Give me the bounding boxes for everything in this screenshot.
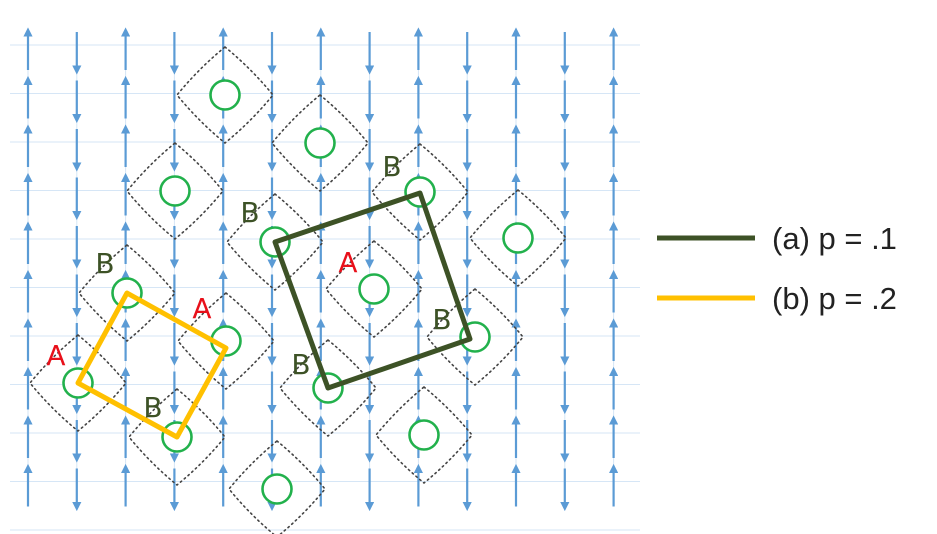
site-circle	[261, 473, 293, 505]
dotted-cell	[425, 287, 525, 387]
dotted-cell	[125, 141, 225, 241]
label-a-small-square-right: A	[192, 292, 211, 325]
dotted-cell	[270, 93, 370, 193]
label-b-right: B	[432, 303, 451, 336]
site-circle	[159, 175, 191, 207]
dotted-cell	[127, 387, 227, 487]
dotted-cell	[225, 192, 325, 292]
dotted-cell	[468, 188, 568, 288]
site-circle	[408, 419, 440, 451]
dotted-cell	[175, 45, 275, 145]
dotted-cell	[278, 338, 378, 438]
label-b-left-upper: B	[240, 196, 259, 229]
dotted-cells	[28, 45, 568, 534]
spin-arrows	[23, 27, 619, 512]
site-circle	[304, 127, 336, 159]
dotted-cell	[28, 333, 128, 433]
label-a-large-square: A	[338, 246, 357, 279]
label-b-top: B	[382, 150, 401, 183]
site-circle	[502, 222, 534, 254]
dotted-cell	[374, 385, 474, 485]
dotted-cell	[176, 291, 276, 391]
legend-label-b: (b) p = .2	[772, 281, 897, 316]
site-circles	[62, 79, 534, 505]
legend: (a) p = .1 (b) p = .2	[657, 221, 897, 316]
label-a-small-square-left: A	[46, 339, 65, 372]
dotted-cell	[370, 142, 470, 242]
grid-lines	[10, 40, 640, 531]
square-b-p02	[75, 290, 229, 440]
dotted-cell	[77, 243, 177, 343]
label-b-left: B	[95, 247, 114, 280]
site-circle	[358, 273, 390, 305]
dotted-cell	[324, 239, 424, 339]
label-b-small-bottom: B	[143, 391, 162, 424]
site-circle	[209, 79, 241, 111]
square-a-p01	[272, 190, 473, 391]
label-b-bottom-left-large: B	[291, 348, 310, 381]
legend-label-a: (a) p = .1	[772, 221, 897, 256]
